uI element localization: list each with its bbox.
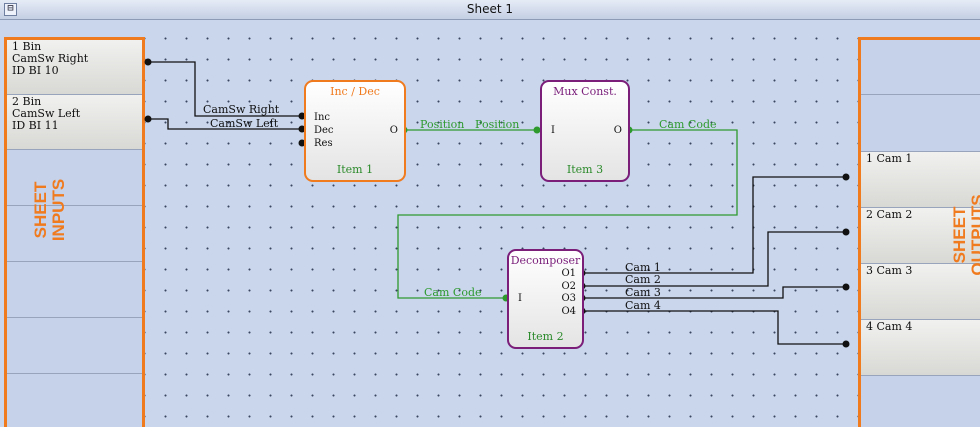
label-cam1: Cam 1 xyxy=(625,261,661,274)
input-slot-6[interactable] xyxy=(7,318,142,374)
output-slot-1[interactable]: 1 Cam 1 xyxy=(861,152,980,208)
block-mux-name: Mux Const. xyxy=(553,85,617,98)
output-slot-0[interactable] xyxy=(861,40,980,95)
input-1-line2: CamSw Right xyxy=(12,52,89,65)
port-mux-in: I xyxy=(551,125,555,136)
wire-cam3 xyxy=(582,286,846,299)
wire-cam4 xyxy=(582,310,846,345)
output-4-text: 4 Cam 4 xyxy=(866,320,913,333)
input-2-line1: 2 Bin xyxy=(12,95,42,108)
wire-camsw-left xyxy=(148,118,302,130)
conn-inc xyxy=(298,112,306,120)
label-cam4: Cam 4 xyxy=(625,299,661,312)
input-2-line3: ID BI 11 xyxy=(12,119,59,132)
label-camsw-left: CamSw Left xyxy=(210,117,279,130)
input-slot-5[interactable] xyxy=(7,262,142,318)
port-res: Res xyxy=(314,138,333,149)
port-incdec-out: O xyxy=(389,125,398,136)
conn-output-4 xyxy=(842,340,850,348)
input-1-line3: ID BI 10 xyxy=(12,64,59,77)
label-cam2: Cam 2 xyxy=(625,273,661,286)
input-1-line1: 1 Bin xyxy=(12,40,42,53)
port-inc: Inc xyxy=(314,112,330,123)
conn-dec xyxy=(298,125,306,133)
port-mux-out: O xyxy=(613,125,622,136)
conn-output-3 xyxy=(842,283,850,291)
collapse-icon[interactable]: ⊟ xyxy=(4,3,17,16)
block-mux-item: Item 3 xyxy=(566,163,604,176)
input-2-line2: CamSw Left xyxy=(12,107,81,120)
conn-res xyxy=(298,139,306,147)
port-o4: O4 xyxy=(561,306,576,317)
diagram-canvas[interactable] xyxy=(0,20,980,427)
port-o2: O2 xyxy=(561,281,576,292)
block-decomposer[interactable]: Decomposer I O1 O2 O3 O4 Item 2 xyxy=(507,249,584,349)
block-mux-const[interactable]: Mux Const. I O Item 3 xyxy=(540,80,630,182)
output-2-text: 2 Cam 2 xyxy=(866,208,913,221)
block-decomposer-name: Decomposer xyxy=(510,254,581,267)
wire-cam1 xyxy=(582,176,846,274)
conn-mux-in xyxy=(533,126,541,134)
output-1-text: 1 Cam 1 xyxy=(866,152,913,165)
sheet-outputs-panel[interactable]: 1 Cam 1 2 Cam 2 3 Cam 3 4 Cam 4 SHEET OU… xyxy=(858,37,980,427)
conn-input-2 xyxy=(144,115,152,123)
label-position-out: Position xyxy=(420,118,465,131)
title-bar: ⊟ Sheet 1 xyxy=(0,0,980,20)
wire-camsw-right xyxy=(148,61,302,117)
port-o1: O1 xyxy=(561,268,576,279)
output-slot-4[interactable]: 4 Cam 4 xyxy=(861,320,980,376)
label-position-in: Position xyxy=(475,118,520,131)
block-decomposer-item: Item 2 xyxy=(527,330,564,343)
output-3-text: 3 Cam 3 xyxy=(866,264,913,277)
input-slot-4[interactable] xyxy=(7,206,142,262)
output-slot-00[interactable] xyxy=(861,95,980,152)
label-cam3: Cam 3 xyxy=(625,286,661,299)
wire-cam2 xyxy=(582,231,846,287)
wire-cam-code xyxy=(397,129,738,299)
conn-input-1 xyxy=(144,58,152,66)
conn-output-1 xyxy=(842,173,850,181)
label-cam-code-out: Cam Code xyxy=(659,118,717,131)
block-incdec[interactable]: Inc / Dec Inc Dec Res O Item 1 xyxy=(304,80,406,182)
sheet-title: Sheet 1 xyxy=(466,2,514,16)
input-slot-3[interactable] xyxy=(7,150,142,206)
conn-output-2 xyxy=(842,228,850,236)
port-dec: Dec xyxy=(314,125,334,136)
label-cam-code-in: Cam Code xyxy=(424,286,482,299)
port-decomposer-in: I xyxy=(518,293,522,304)
block-incdec-item: Item 1 xyxy=(336,163,374,176)
label-camsw-right: CamSw Right xyxy=(203,103,280,116)
output-slot-3[interactable]: 3 Cam 3 xyxy=(861,264,980,320)
port-o3: O3 xyxy=(561,293,576,304)
block-incdec-name: Inc / Dec xyxy=(330,85,380,98)
output-slot-2[interactable]: 2 Cam 2 xyxy=(861,208,980,264)
